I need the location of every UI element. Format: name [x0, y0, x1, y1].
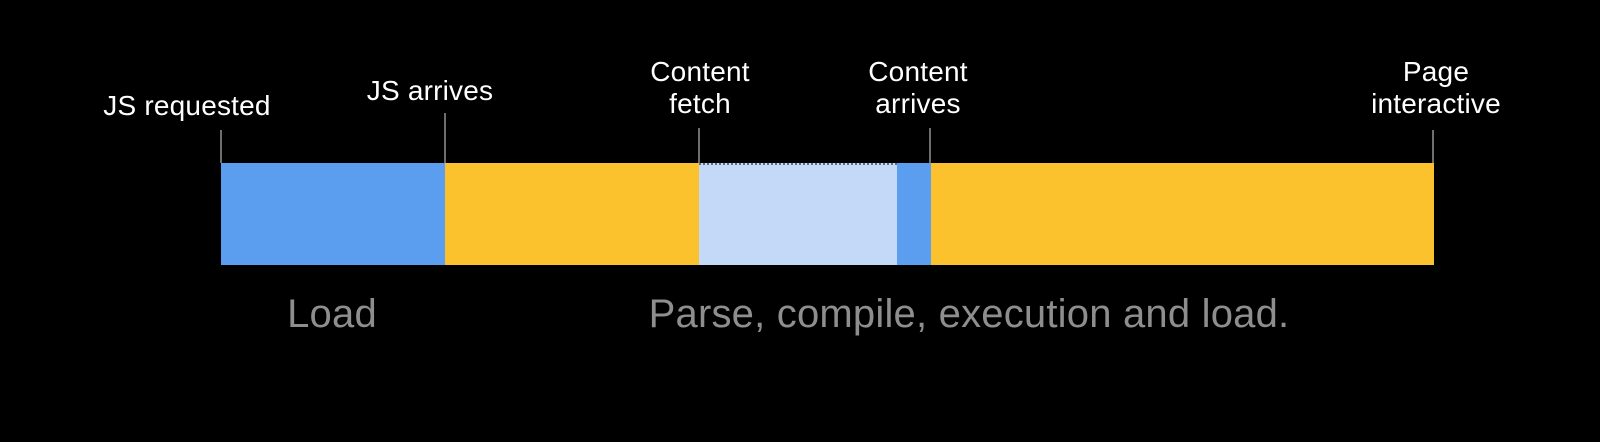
segment-execution-and-load — [931, 163, 1434, 265]
caption-load: Load — [287, 292, 377, 336]
segment-js-parse-compile — [445, 163, 699, 265]
segment-js-download-network — [221, 163, 445, 265]
tick-content-fetch — [698, 128, 700, 163]
marker-label-content-fetch: Content fetch — [650, 56, 750, 119]
marker-label-js-arrives: JS arrives — [366, 75, 494, 106]
timeline-bar — [221, 163, 1434, 265]
marker-label-content-arrives: Content arrives — [868, 56, 968, 119]
tick-page-interactive — [1432, 130, 1434, 163]
tick-js-requested — [220, 130, 222, 163]
segment-content-arrival — [897, 163, 931, 265]
marker-label-js-requested: JS requested — [103, 90, 271, 121]
tick-content-arrives — [929, 128, 931, 163]
tick-js-arrives — [444, 113, 446, 163]
caption-parse-compile-execution-load: Parse, compile, execution and load. — [648, 292, 1290, 336]
marker-label-page-interactive: Page interactive — [1371, 56, 1501, 119]
segment-content-fetch — [699, 163, 897, 265]
